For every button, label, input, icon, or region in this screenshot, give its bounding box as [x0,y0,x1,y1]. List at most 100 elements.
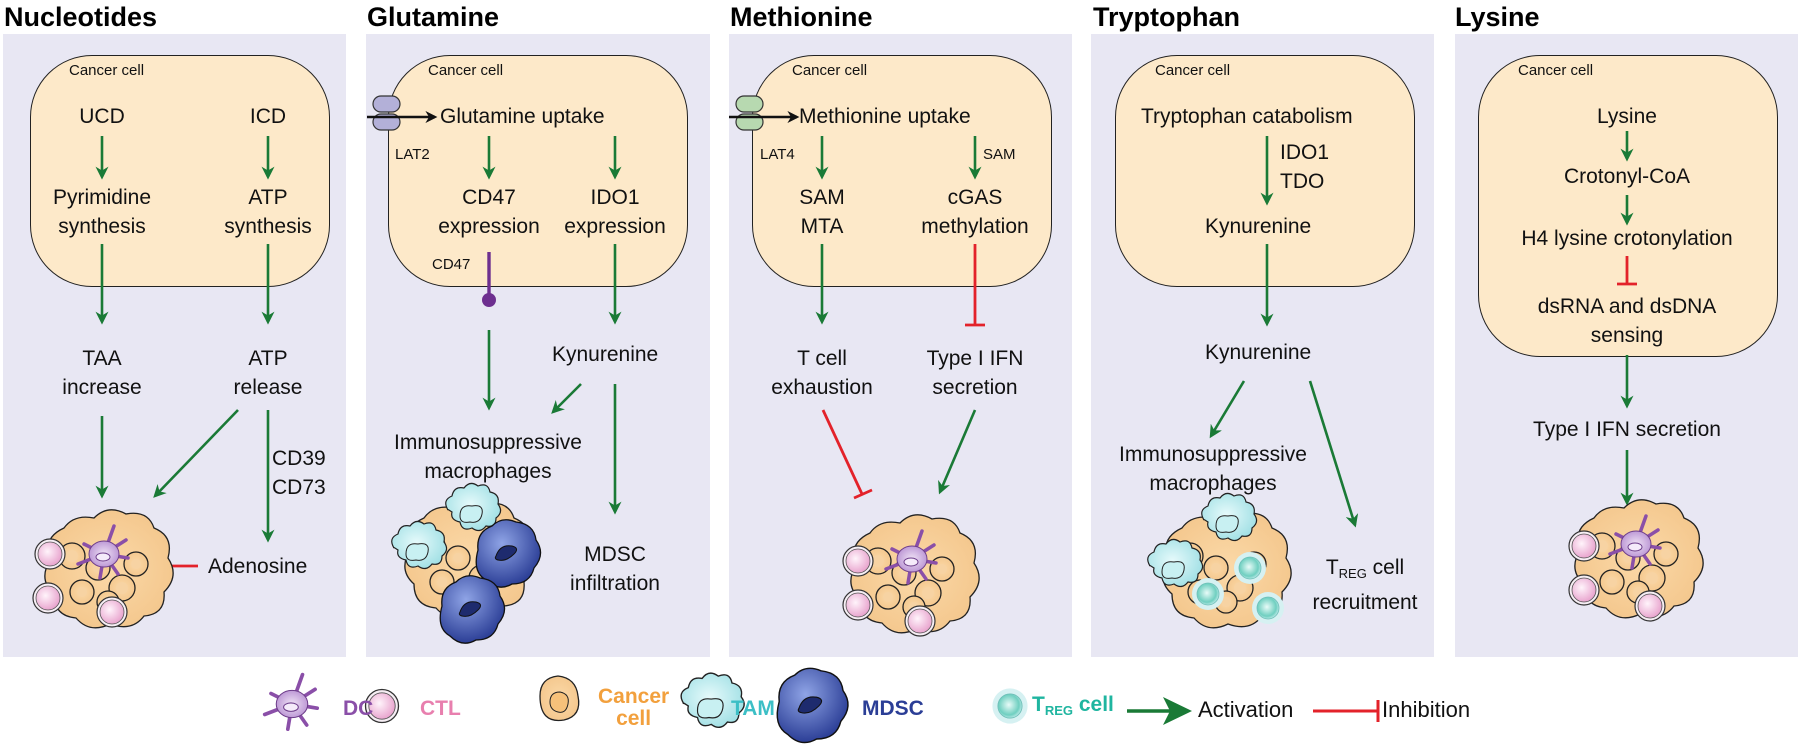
node-icd: ICD [249,105,287,128]
node-taa-increase: TAA increase [52,344,152,402]
cancer-cell-box-methionine [752,55,1052,287]
node-lysine: Lysine [1597,105,1657,128]
text-line: exhaustion [771,376,873,399]
text-line: CD39 [272,447,326,470]
text-line: increase [62,376,142,399]
enzyme-label-sam: SAM [983,146,1016,163]
text-line: macrophages [1149,472,1277,495]
node-treg-recruitment: TREG cell recruitment [1295,553,1435,617]
text-span: cell [1073,693,1114,716]
node-cd47-expression: CD47 expression [429,183,549,241]
legend-inhibition-bar [1313,700,1380,722]
legend-cancer-cell-label: Cancer cell [598,686,669,730]
text-line: cGAS [947,186,1003,209]
text-line: MDSC [584,543,646,566]
node-pyrimidine-synthesis: Pyrimidine synthesis [42,183,162,241]
node-glutamine-uptake: Glutamine uptake [440,105,605,128]
node-mdsc-infiltration: MDSC infiltration [560,540,670,598]
text-line: Pyrimidine [52,186,152,209]
text-line: secretion [932,376,1018,399]
node-immunosuppressive-macrophages: Immunosuppressive macrophages [373,428,603,486]
node-type-i-ifn-secretion-lys: Type I IFN secretion [1533,418,1721,441]
legend-treg-icon [991,687,1029,725]
node-type-i-ifn-secretion: Type I IFN secretion [910,344,1040,402]
cancer-cell-box-tryptophan [1115,55,1415,287]
node-methionine-uptake: Methionine uptake [799,105,971,128]
text-line: SAM [799,186,845,209]
text-line: dsRNA and dsDNA [1537,295,1717,318]
text-line: sensing [1590,324,1664,347]
text-line: cell [616,707,652,730]
text-line: release [233,376,303,399]
text-span: T [1325,556,1339,579]
legend-activation-arrow [1127,697,1192,725]
text-sub: REG [1044,703,1073,718]
legend-dc-icon [262,672,320,732]
legend-mdsc-label: MDSC [862,697,924,720]
cancer-cell-box-glutamine [388,55,688,287]
enzyme-ido1-tdo: IDO1 TDO [1280,138,1329,196]
node-kynurenine-intracellular: Kynurenine [1205,215,1312,238]
text-line: expression [438,215,540,238]
node-t-cell-exhaustion: T cell exhaustion [762,344,882,402]
cd47-receptor-label: CD47 [432,256,471,273]
text-line: Cancer [598,685,670,708]
transporter-label-lat2: LAT2 [395,146,430,163]
legend-treg-label: TREG cell [1032,694,1114,722]
text-line: synthesis [224,215,312,238]
legend-mdsc-icon [776,667,849,744]
node-kynurenine: Kynurenine [552,343,659,366]
legend-inhibition-label: Inhibition [1382,697,1471,722]
text-line: TAA [82,347,122,370]
text-line: Type I IFN [926,347,1024,370]
node-immunosuppressive-macrophages-trp: Immunosuppressive macrophages [1098,440,1328,498]
panel-title-glutamine: Glutamine [367,2,500,32]
text-line: TDO [1280,170,1325,193]
node-adenosine: Adenosine [208,555,308,578]
node-crotonyl-coa: Crotonyl-CoA [1563,165,1691,188]
text-line: methylation [921,215,1029,238]
node-tryptophan-catabolism: Tryptophan catabolism [1141,105,1353,128]
text-line: T cell [797,347,847,370]
text-line: IDO1 [1280,141,1330,164]
text-span: cell [1366,556,1405,579]
cell-label-tryptophan: Cancer cell [1155,62,1231,79]
legend-tam-label: TAM [731,697,775,720]
cell-label-nucleotides: Cancer cell [69,62,145,79]
text-line: CD73 [272,476,326,499]
panel-title-lysine: Lysine [1455,2,1540,32]
node-atp-synthesis: ATP synthesis [213,183,323,241]
text-line: ATP [248,186,288,209]
text-line: synthesis [58,215,146,238]
text-line: recruitment [1312,591,1418,614]
panel-title-methionine: Methionine [730,2,873,32]
legend-dc-label: DC [343,697,374,720]
cell-label-lysine: Cancer cell [1518,62,1594,79]
text-line: infiltration [570,572,660,595]
legend-ctl-label: CTL [420,697,461,720]
text-line: TREG cell [1295,553,1435,588]
node-sam-mta: SAM MTA [782,183,862,241]
text-line: IDO1 [590,186,640,209]
node-cgas-methylation: cGAS methylation [910,183,1040,241]
node-dsrna-dsdna-sensing: dsRNA and dsDNA sensing [1527,292,1727,350]
text-line: Immunosuppressive [1119,443,1307,466]
text-line: CD47 [462,186,516,209]
cancer-cell-box-nucleotides [30,55,330,287]
node-ucd: UCD [79,105,125,128]
text-span: T [1032,693,1045,716]
node-atp-release: ATP release [218,344,318,402]
legend-activation-label: Activation [1198,697,1294,722]
text-line: expression [564,215,666,238]
cell-label-methionine: Cancer cell [792,62,868,79]
panel-title-tryptophan: Tryptophan [1093,2,1240,32]
node-ido1-expression: IDO1 expression [555,183,675,241]
enzyme-cd39-cd73: CD39 CD73 [272,444,326,502]
legend-cancer-cell-icon [539,675,580,722]
panel-title-nucleotides: Nucleotides [4,2,158,32]
text-line: Immunosuppressive [394,431,582,454]
text-line: MTA [800,215,844,238]
text-sub: REG [1338,566,1367,581]
node-kynurenine-extracellular: Kynurenine [1205,341,1312,364]
node-h4-lysine-crotonylation: H4 lysine crotonylation [1521,227,1733,250]
